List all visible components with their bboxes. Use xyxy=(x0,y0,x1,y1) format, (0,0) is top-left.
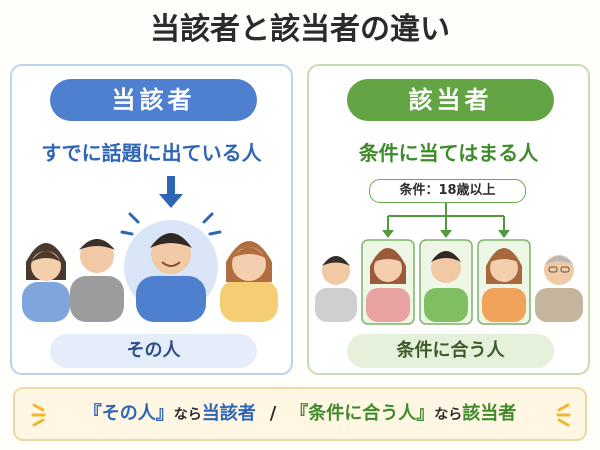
person-icon xyxy=(535,255,583,322)
current-person-heading: 当該者 xyxy=(50,79,257,121)
down-arrow-icon xyxy=(159,176,183,208)
person-icon xyxy=(70,239,124,322)
page-title: 当該者と該当者の違い xyxy=(150,12,450,47)
summary-mid-2: なら xyxy=(434,407,463,423)
arrow-down-icon xyxy=(382,230,510,238)
condition-connector xyxy=(387,203,505,234)
sparkle-icon xyxy=(120,212,222,236)
summary-term-1: 当該者 xyxy=(201,403,256,424)
person-icon xyxy=(482,248,526,322)
current-person-label: その人 xyxy=(50,334,257,368)
matching-person-panel: 該当者 条件に当てはまる人 xyxy=(307,64,590,375)
matching-person-heading: 該当者 xyxy=(347,79,554,121)
people-illustration-left xyxy=(22,176,278,322)
summary-separator: / xyxy=(269,403,277,424)
matching-person-subtitle: 条件に当てはまる人 xyxy=(358,141,539,165)
sparkle-icon xyxy=(31,403,46,427)
summary-quote-2: 『条件に合う人』 xyxy=(290,403,435,424)
person-icon xyxy=(315,256,357,322)
sparkle-icon xyxy=(556,403,571,427)
condition-badge: 条件：18歳以上 xyxy=(369,179,526,203)
person-icon xyxy=(220,241,278,322)
summary-mid-1: なら xyxy=(173,407,202,423)
person-icon xyxy=(22,243,70,322)
people-illustration-right xyxy=(315,203,583,325)
current-person-panel: 当該者 すでに話題に出ている人 xyxy=(10,64,293,375)
matching-person-label: 条件に合う人 xyxy=(347,334,554,368)
summary-quote-1: 『その人』 xyxy=(83,403,174,424)
person-icon xyxy=(366,248,410,322)
summary-term-2: 該当者 xyxy=(462,403,517,424)
person-icon xyxy=(424,251,468,322)
current-person-subtitle: すでに話題に出ている人 xyxy=(41,141,262,165)
summary-footer: 『その人』なら当該者/『条件に合う人』なら該当者 xyxy=(13,387,587,441)
person-icon xyxy=(136,233,206,322)
summary-text: 『その人』なら当該者/『条件に合う人』なら該当者 xyxy=(15,389,585,439)
